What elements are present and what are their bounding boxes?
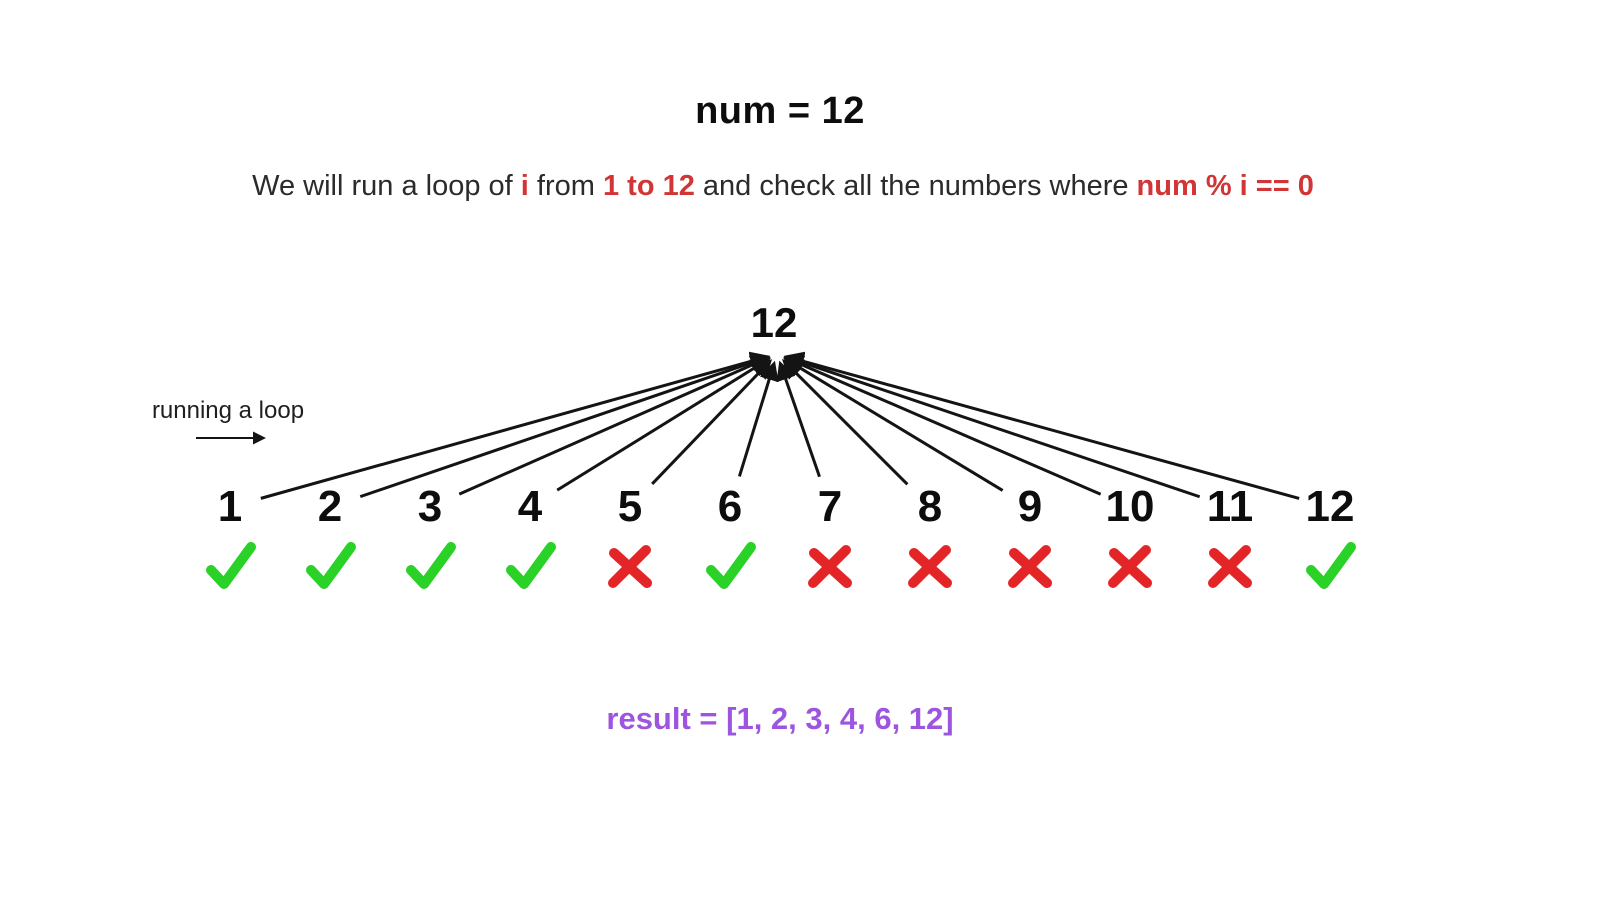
subtitle-segment: 1 to 12 xyxy=(602,170,695,202)
cross-icon xyxy=(1108,545,1152,588)
loop-number-5: 5 xyxy=(617,482,643,531)
loop-number-8: 8 xyxy=(917,482,943,531)
loop-number-7: 7 xyxy=(817,482,843,531)
fan-line xyxy=(783,357,1004,492)
cross-icon xyxy=(1008,545,1052,588)
check-icon xyxy=(206,542,256,589)
subtitle: We will run a loop of i from 1 to 12 and… xyxy=(0,170,1566,203)
cross-icon xyxy=(608,545,652,588)
cross-icon xyxy=(908,545,952,588)
fan-line xyxy=(458,355,771,496)
fan-line xyxy=(783,351,1300,500)
subtitle-segment: from xyxy=(528,170,603,202)
fan-line xyxy=(782,359,909,486)
loop-number-1: 1 xyxy=(217,482,243,531)
cross-icon xyxy=(1208,545,1252,588)
check-icon xyxy=(406,542,456,589)
subtitle-segment: num % i == 0 xyxy=(1136,170,1314,202)
loop-number-10: 10 xyxy=(1105,482,1155,531)
loop-number-11: 11 xyxy=(1206,482,1254,531)
check-icon xyxy=(506,542,556,589)
page-title: num = 12 xyxy=(695,90,865,132)
subtitle-segment: i xyxy=(520,170,529,202)
loop-number-6: 6 xyxy=(717,482,743,531)
fan-line xyxy=(737,360,779,477)
check-icon xyxy=(1306,542,1356,589)
loop-number-3: 3 xyxy=(417,482,443,531)
fan-line xyxy=(776,360,821,478)
check-icon xyxy=(306,542,356,589)
check-icon xyxy=(706,542,756,589)
loop-number-2: 2 xyxy=(317,482,343,531)
fan-line xyxy=(359,353,771,499)
loop-label: running a loop xyxy=(151,397,305,424)
fan-line xyxy=(260,351,771,500)
subtitle-segment: We will run a loop of xyxy=(252,170,521,202)
fan-line xyxy=(556,357,771,492)
loop-number-9: 9 xyxy=(1017,482,1043,531)
fan-line xyxy=(783,353,1201,499)
result-text: result = [1, 2, 3, 4, 6, 12] xyxy=(606,701,954,736)
root-number: 12 xyxy=(750,299,798,346)
loop-number-12: 12 xyxy=(1305,482,1355,531)
fan-line xyxy=(651,359,773,485)
subtitle-segment: and check all the numbers where xyxy=(694,170,1137,202)
loop-number-4: 4 xyxy=(517,482,543,531)
fan-line xyxy=(783,355,1102,496)
fan-lines-group xyxy=(260,351,1300,500)
cross-icon xyxy=(808,545,852,588)
